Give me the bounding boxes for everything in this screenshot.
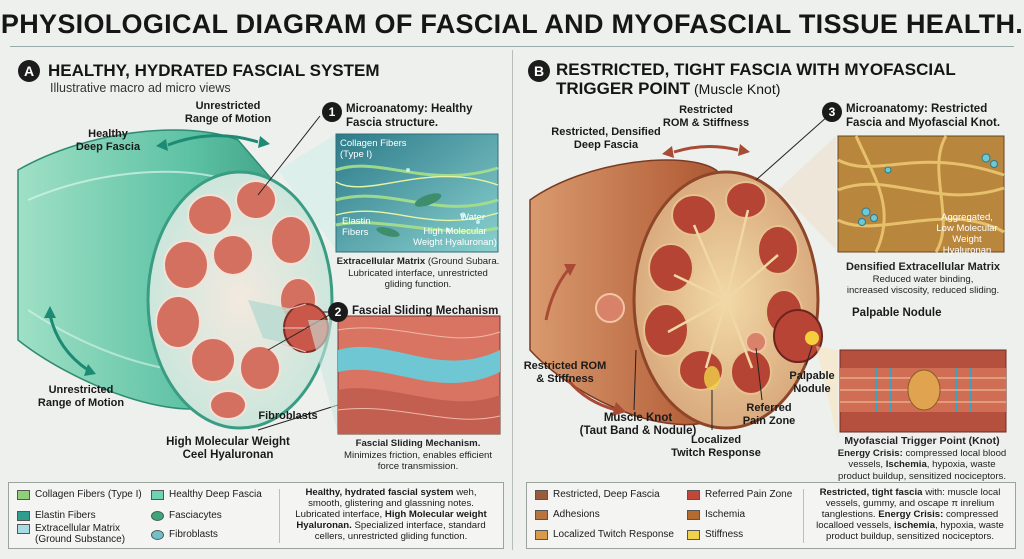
legend-description: Restricted, tight fascia with: muscle lo… [816,487,1004,542]
label-twitch-response: Localized Twitch Response [671,434,761,459]
inset-collagen-label: Collagen Fibers (Type I) [340,138,407,160]
nodule-inset-title: Palpable Nodule [852,307,942,319]
inset-hmw-label: High Molecular Weight Hyaluronan) [413,226,497,248]
legend-swatch [687,510,700,520]
legend-swatch [535,510,548,520]
label-hyaluronan: High Molecular Weight Ceel Hyaluronan [166,436,290,461]
legend-healthy: Collagen Fibers (Type I) Elastin Fibers … [8,482,504,549]
legend-swatch [535,530,548,540]
panel-restricted: B RESTRICTED, TIGHT FASCIA WITH MYOFASCI… [516,50,1016,482]
legend-swatch [687,490,700,500]
fibroblast-icon [151,530,164,540]
legend-item: Stiffness [687,529,743,540]
legend-restricted: Restricted, Deep Fascia Adhesions Locali… [526,482,1016,549]
callout-3-number: 3 [822,102,842,122]
legend-item: Ischemia [687,509,745,520]
legend-swatch [17,524,30,534]
legend-item: Fibroblasts [151,529,218,540]
legend-item: Collagen Fibers (Type I) [17,489,142,500]
legend-item: Referred Pain Zone [687,489,792,500]
legend-separator [279,489,280,543]
callout-3-title: Microanatomy: Restricted Fascia and Myof… [846,103,1001,129]
legend-swatch [687,530,700,540]
label-rom-bottom: Unrestricted Range of Motion [37,384,125,409]
legend-item: Adhesions [535,509,600,520]
legend-item: Restricted, Deep Fascia [535,489,660,500]
label-restricted-deep-fascia: Restricted, Densified Deep Fascia [551,126,661,151]
panel-a-heading: HEALTHY, HYDRATED FASCIAL SYSTEM [48,61,380,80]
panel-healthy: A HEALTHY, HYDRATED FASCIAL SYSTEM Illus… [8,50,508,480]
label-restricted-rom-top: Restricted ROM & Stiffness [662,104,750,129]
restricted-muscle-illustration [529,115,1007,440]
callout-2-caption: Fascial Sliding Mechanism. Minimizes fri… [343,438,493,472]
callout-2-title: Fascial Sliding Mechanism [352,305,499,317]
label-fibroblasts: Fibroblasts [258,410,318,422]
label-palpable-nodule: Palpable Nodule [789,370,835,395]
page-title: PHYSIOLOGICAL DIAGRAM OF FASCIAL AND MYO… [0,9,1024,39]
label-deep-fascia: Healthy Deep Fascia [75,128,141,153]
legend-swatch [535,490,548,500]
callout-1-number: 1 [322,102,342,122]
label-muscle-knot: Muscle Knot (Taut Band & Nodule) [579,412,697,437]
inset-elastin-label: Elastin Fibers [342,216,371,238]
legend-item: Healthy Deep Fascia [151,489,262,500]
inset-water-label: Water [460,212,485,223]
panel-b-heading: RESTRICTED, TIGHT FASCIA WITH MYOFASCIAL… [556,60,956,98]
callout-1-caption: Extracellular Matrix (Ground Subara. Lub… [336,256,500,290]
fasciacyte-icon [151,511,164,521]
title-rule [10,46,1014,47]
label-rom-top: Unrestricted Range of Motion [184,100,272,125]
legend-separator [803,489,804,543]
panel-a-badge: A [18,60,40,82]
legend-description: Healthy, hydrated fascial system weh, sm… [295,487,487,542]
legend-item: Elastin Fibers [17,510,96,521]
panel-divider [512,50,513,550]
healthy-muscle-illustration [17,115,501,435]
callout-2-number: 2 [328,302,348,322]
inset-aggregated-label: Aggregated, Low Molecular Weight Hyaluro… [936,212,998,256]
legend-item: Localized Twitch Response [535,529,674,540]
panel-b-badge: B [528,60,550,82]
legend-swatch [17,511,30,521]
legend-item: Fasciacytes [151,510,222,521]
legend-swatch [17,490,30,500]
legend-item: Extracellular Matrix (Ground Substance) [17,523,125,545]
label-referred-pain: Referred Pain Zone [742,402,796,427]
nodule-caption: Myofascial Trigger Point (Knot)Energy Cr… [837,435,1007,482]
panel-a-subtitle: Illustrative macro ad micro views [50,81,231,95]
legend-swatch [151,490,164,500]
label-restricted-rom-left: Restricted ROM & Stiffness [523,360,607,385]
callout-1-title: Microanatomy: Healthy Fascia structure. [346,103,473,129]
